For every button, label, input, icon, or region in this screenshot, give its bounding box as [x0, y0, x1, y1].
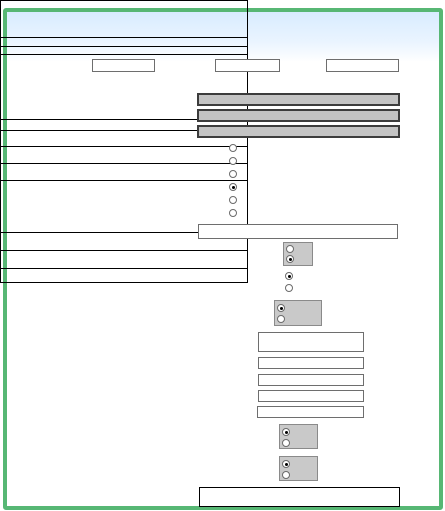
radio-group-box — [283, 242, 313, 266]
row-divider — [0, 146, 248, 147]
header-field-1[interactable] — [92, 59, 155, 72]
row-divider — [0, 232, 248, 233]
radio-group-box — [279, 456, 318, 481]
small-field-1[interactable] — [258, 357, 364, 369]
row-divider — [0, 268, 248, 269]
row-divider — [0, 46, 248, 47]
radio-option-selected[interactable] — [282, 428, 290, 436]
wide-text-field[interactable] — [198, 224, 398, 239]
small-field-3[interactable] — [258, 390, 364, 402]
radio-option-selected[interactable] — [286, 255, 294, 263]
radio-option[interactable] — [282, 439, 290, 447]
footer-field[interactable] — [199, 487, 400, 507]
radio-option-selected[interactable] — [285, 272, 293, 280]
row-divider — [0, 37, 248, 38]
radio-option[interactable] — [229, 157, 237, 165]
dropdown-3[interactable] — [197, 125, 400, 138]
overlay-panel-outline — [0, 0, 248, 283]
row-divider — [0, 119, 248, 120]
row-divider — [0, 54, 248, 55]
row-divider — [0, 180, 248, 181]
radio-option[interactable] — [229, 144, 237, 152]
text-area[interactable] — [258, 332, 364, 352]
small-field-2[interactable] — [258, 374, 364, 386]
row-divider — [0, 130, 248, 131]
small-field-4[interactable] — [257, 406, 364, 418]
radio-option-selected[interactable] — [229, 183, 237, 191]
radio-option[interactable] — [229, 170, 237, 178]
radio-group-box — [279, 424, 318, 449]
row-divider — [0, 250, 248, 251]
radio-option[interactable] — [285, 284, 293, 292]
radio-option[interactable] — [282, 471, 290, 479]
radio-option-selected[interactable] — [282, 460, 290, 468]
dropdown-1[interactable] — [197, 93, 400, 106]
dropdown-2[interactable] — [197, 109, 400, 122]
radio-option[interactable] — [229, 209, 237, 217]
radio-option[interactable] — [229, 196, 237, 204]
radio-group-box — [274, 300, 322, 326]
form-window — [3, 8, 443, 510]
header-field-2[interactable] — [215, 59, 280, 72]
radio-option[interactable] — [277, 315, 285, 323]
radio-option-selected[interactable] — [277, 304, 285, 312]
radio-option[interactable] — [286, 245, 294, 253]
header-field-3[interactable] — [326, 59, 399, 72]
row-divider — [0, 163, 248, 164]
